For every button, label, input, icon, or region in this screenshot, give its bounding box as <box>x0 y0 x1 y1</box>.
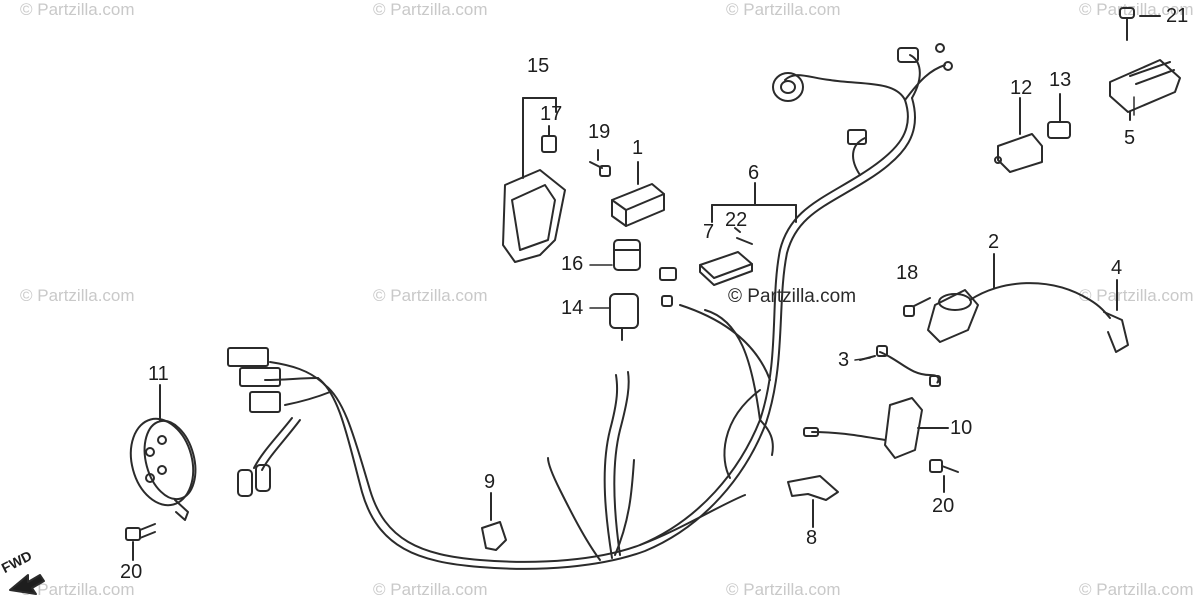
callout-11[interactable]: 11 <box>148 363 169 385</box>
callout-3[interactable]: 3 <box>838 349 850 371</box>
clamp-part <box>787 475 839 528</box>
relay-part-14 <box>609 293 639 341</box>
callout-20-right[interactable]: 20 <box>932 495 955 517</box>
harness-grommet <box>772 43 953 145</box>
watermark-center: © Partzilla.com <box>728 286 857 307</box>
callout-6[interactable]: 6 <box>748 162 760 184</box>
callout-19[interactable]: 19 <box>588 121 611 143</box>
clip-part <box>541 125 557 153</box>
leader-lines <box>589 96 1135 361</box>
screw-part-18 <box>903 297 931 317</box>
watermark: © Partzilla.com <box>373 580 488 599</box>
callout-2[interactable]: 2 <box>988 231 1000 253</box>
callout-21[interactable]: 21 <box>1166 5 1189 27</box>
callout-9[interactable]: 9 <box>484 471 496 493</box>
watermark: © Partzilla.com <box>726 580 841 599</box>
bolt-20-left <box>125 523 156 561</box>
bolt-20-right <box>929 459 959 493</box>
relay-part-1 <box>611 161 665 227</box>
callout-10[interactable]: 10 <box>950 417 973 439</box>
callout-12[interactable]: 12 <box>1010 77 1033 99</box>
callout-20-left[interactable]: 20 <box>120 561 143 583</box>
callout-5[interactable]: 5 <box>1124 127 1136 149</box>
callout-1[interactable]: 1 <box>632 137 644 159</box>
cover-part <box>502 97 566 263</box>
watermark: © Partzilla.com <box>20 286 135 305</box>
callout-8[interactable]: 8 <box>806 527 818 549</box>
fwd-arrow <box>9 574 45 595</box>
callout-17[interactable]: 17 <box>540 103 563 125</box>
callout-15[interactable]: 15 <box>527 55 550 77</box>
callout-16[interactable]: 16 <box>561 253 584 275</box>
clip-part-9 <box>481 492 507 551</box>
callout-22[interactable]: 22 <box>725 209 748 231</box>
callout-18[interactable]: 18 <box>896 262 919 284</box>
fuse-box <box>659 182 797 307</box>
watermark: © Partzilla.com <box>1079 286 1194 305</box>
callout-13[interactable]: 13 <box>1049 69 1072 91</box>
watermark: © Partzilla.com <box>20 580 135 599</box>
connector-part-13 <box>1047 93 1071 139</box>
relay-part-16 <box>613 239 641 271</box>
relay-part-12 <box>994 97 1043 173</box>
regulator-part-5 <box>1109 59 1181 121</box>
pulse-generator <box>803 397 949 459</box>
watermark: © Partzilla.com <box>20 0 135 19</box>
wire-part-3 <box>859 345 941 387</box>
screw-part-21 <box>1119 7 1161 41</box>
screw-part <box>589 149 611 177</box>
watermark: © Partzilla.com <box>373 286 488 305</box>
callout-7[interactable]: 7 <box>703 221 715 243</box>
ignition-coil <box>927 253 1129 353</box>
watermark: © Partzilla.com <box>1079 580 1194 599</box>
left-connectors <box>227 347 281 497</box>
callout-14[interactable]: 14 <box>561 297 584 319</box>
watermark: © Partzilla.com <box>373 0 488 19</box>
callout-4[interactable]: 4 <box>1111 257 1123 279</box>
watermark: © Partzilla.com <box>726 0 841 19</box>
horn-part <box>129 384 197 521</box>
watermark: © Partzilla.com <box>1079 0 1194 19</box>
wire-harness <box>253 54 946 570</box>
